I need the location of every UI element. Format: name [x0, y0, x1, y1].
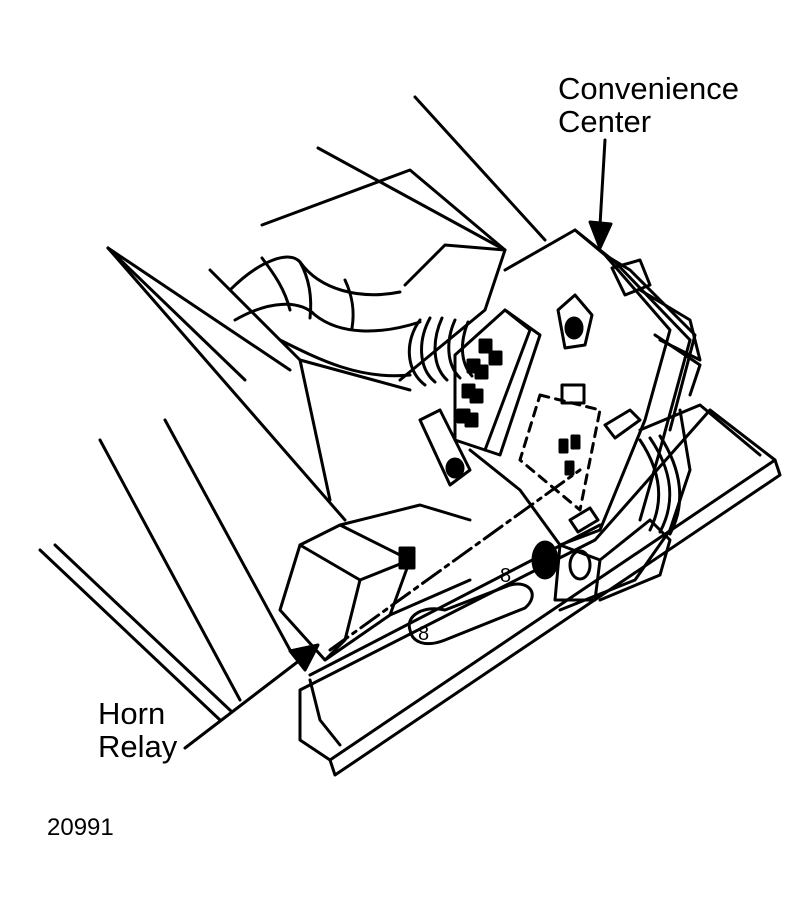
- arrow-horn-relay: [183, 643, 320, 750]
- label-horn-relay: Horn Relay: [98, 697, 177, 763]
- figure-number: 20991: [47, 814, 114, 841]
- label-convenience-line2: Center: [558, 104, 652, 139]
- svg-text:8: 8: [500, 565, 511, 587]
- arrow-convenience-center: [588, 138, 613, 250]
- leader-dashdot: [328, 468, 582, 652]
- label-horn-line1: Horn: [98, 696, 166, 731]
- label-convenience-line1: Convenience: [558, 71, 739, 106]
- label-convenience-center: Convenience Center: [558, 72, 739, 138]
- dash-housing: [208, 168, 507, 502]
- connector-plug: [453, 308, 542, 457]
- mounting-rail: 8 8: [298, 403, 782, 777]
- horn-relay: [278, 503, 472, 662]
- steering-column: [228, 255, 474, 387]
- convenience-center-block: [418, 228, 702, 547]
- background-lines: [38, 95, 547, 722]
- svg-text:8: 8: [418, 623, 429, 645]
- label-horn-line2: Relay: [98, 729, 178, 764]
